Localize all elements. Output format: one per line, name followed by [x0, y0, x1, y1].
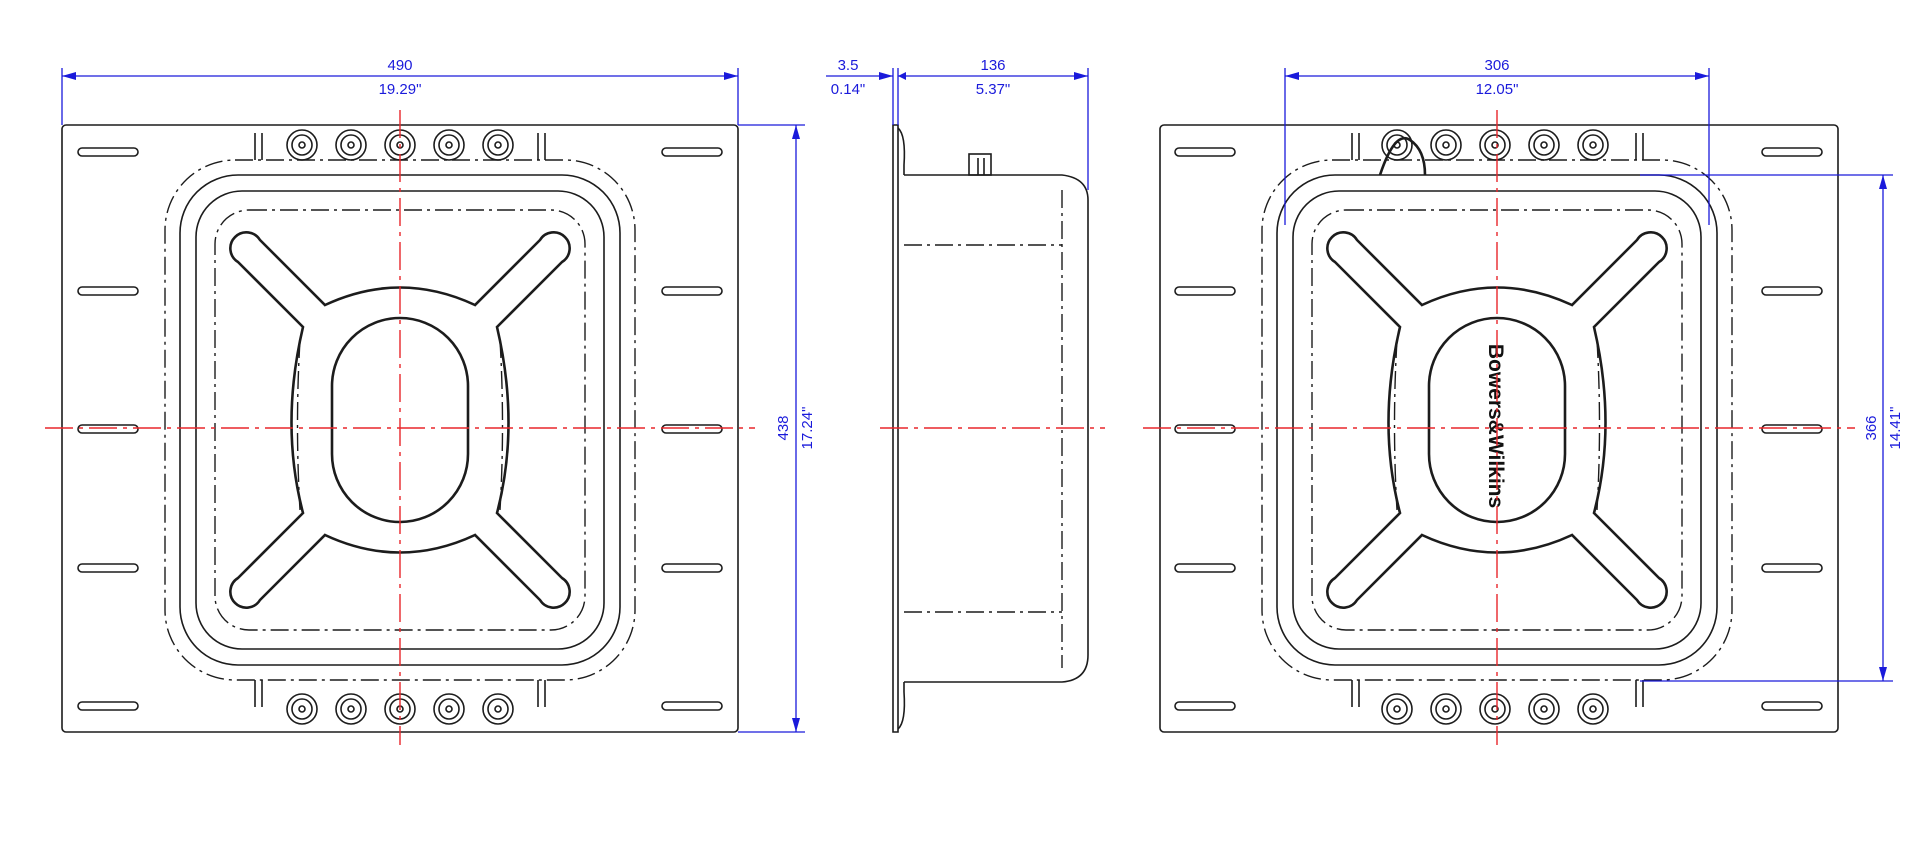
- mounting-slot: [661, 701, 723, 711]
- front-top-screws: [286, 129, 514, 161]
- rear-bottom-screws: [1381, 693, 1609, 725]
- front-height-in: 17.24": [799, 407, 816, 450]
- side-flange-dimension: 3.5 0.14": [826, 57, 906, 125]
- rear-height-mm: 366: [1863, 415, 1880, 440]
- front-bottom-screws: [286, 693, 514, 725]
- mounting-slot: [1761, 424, 1823, 434]
- rear-x-brace: [1326, 231, 1668, 609]
- mounting-slot: [1174, 563, 1236, 573]
- front-view: 490 19.29" 438 17.24": [45, 57, 816, 745]
- side-flange-lip-bottom: [897, 682, 906, 730]
- mounting-slot: [1174, 701, 1236, 711]
- side-depth-in: 5.37": [976, 81, 1011, 98]
- mounting-slot: [1174, 147, 1236, 157]
- screw-head: [433, 129, 465, 161]
- rear-view: Bowers&Wilkins 306 12.05" 366 14.41": [1143, 57, 1904, 745]
- mounting-slot: [1761, 701, 1823, 711]
- screw-head: [433, 693, 465, 725]
- screw-head: [1430, 693, 1462, 725]
- front-x-brace: [229, 231, 571, 609]
- mounting-slot: [1174, 286, 1236, 296]
- front-left-slots: [77, 147, 139, 711]
- mounting-slot: [661, 147, 723, 157]
- rear-tab-markers: [1351, 133, 1644, 707]
- screw-head: [286, 129, 318, 161]
- screw-head: [482, 129, 514, 161]
- front-tab-markers: [254, 133, 546, 707]
- side-enclosure-body: [904, 174, 1089, 683]
- mounting-slot: [77, 147, 139, 157]
- mounting-slot: [1761, 286, 1823, 296]
- front-height-mm: 438: [775, 415, 792, 440]
- front-width-mm: 490: [387, 57, 412, 74]
- front-ring-dashed: [296, 339, 504, 511]
- screw-head: [1479, 693, 1511, 725]
- screw-head: [286, 693, 318, 725]
- mounting-slot: [1174, 424, 1236, 434]
- front-width-dimension: 490 19.29": [61, 57, 739, 125]
- side-flange-mm: 3.5: [838, 57, 859, 74]
- rear-ring-dashed: [1393, 339, 1601, 511]
- rear-wire-loop: [1378, 137, 1427, 176]
- screw-head: [335, 693, 367, 725]
- screw-head: [1430, 129, 1462, 161]
- rear-right-slots: [1761, 147, 1823, 711]
- side-depth-dimension: 136 5.37": [898, 57, 1089, 190]
- side-flange: [892, 124, 899, 733]
- rear-width-dimension: 306 12.05": [1284, 57, 1710, 225]
- rear-height-dimension: 366 14.41": [1640, 174, 1904, 682]
- side-flange-lip-top: [897, 127, 906, 175]
- screw-head: [1528, 129, 1560, 161]
- front-right-slots: [661, 147, 723, 711]
- rear-width-in: 12.05": [1476, 81, 1519, 98]
- front-height-dimension: 438 17.24": [738, 124, 816, 733]
- side-depth-mm: 136: [980, 57, 1005, 74]
- screw-head: [1528, 693, 1560, 725]
- rear-brand-logo: Bowers&Wilkins: [1484, 344, 1507, 508]
- side-flange-in: 0.14": [831, 81, 866, 98]
- screw-head: [482, 693, 514, 725]
- rear-left-slots: [1174, 147, 1236, 711]
- screw-head: [1577, 693, 1609, 725]
- screw-head: [1479, 129, 1511, 161]
- mounting-slot: [1761, 147, 1823, 157]
- screw-head: [1381, 693, 1413, 725]
- mounting-slot: [77, 563, 139, 573]
- side-connector: [968, 153, 992, 176]
- side-view: 3.5 0.14" 136 5.37": [826, 57, 1105, 733]
- mounting-slot: [77, 701, 139, 711]
- rear-height-in: 14.41": [1887, 407, 1904, 450]
- mounting-slot: [77, 424, 139, 434]
- mounting-slot: [661, 424, 723, 434]
- front-width-in: 19.29": [379, 81, 422, 98]
- screw-head: [335, 129, 367, 161]
- mounting-slot: [1761, 563, 1823, 573]
- mounting-slot: [77, 286, 139, 296]
- rear-width-mm: 306: [1484, 57, 1509, 74]
- mounting-slot: [661, 286, 723, 296]
- screw-head: [1577, 129, 1609, 161]
- mounting-slot: [661, 563, 723, 573]
